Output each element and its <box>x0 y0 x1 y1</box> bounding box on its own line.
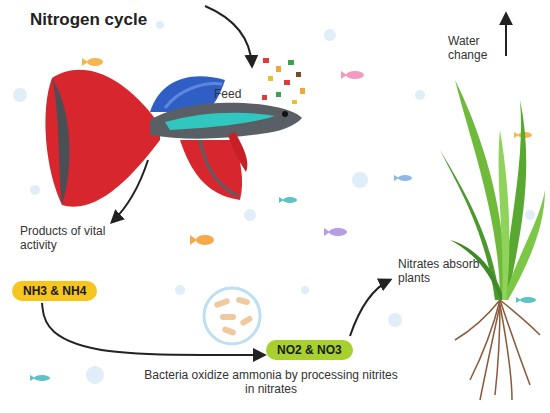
node-text: NH3 & NH4 <box>23 284 86 298</box>
bubbles <box>13 21 535 384</box>
betta-fish <box>45 70 302 222</box>
products-label: Products of vital activity <box>20 224 138 253</box>
water-plant <box>440 80 545 400</box>
water-change-label: Water change <box>448 34 500 63</box>
water-arrow <box>505 14 507 56</box>
feed-label: Feed <box>214 87 254 101</box>
feed-pellets <box>205 6 305 104</box>
diagram-title: Nitrogen cycle <box>30 10 147 30</box>
nitrates-label: Nitrates absorb plants <box>398 257 482 286</box>
bacteria-label: Bacteria oxidize ammonia by processing n… <box>140 368 402 397</box>
small-fish <box>30 58 536 381</box>
flow-arrow <box>42 303 264 355</box>
nitrate-pill: NO2 & NO3 <box>266 340 353 360</box>
bacteria-circle <box>204 288 260 344</box>
node-text: NO2 & NO3 <box>277 343 342 357</box>
plant-arrow <box>350 280 390 336</box>
ammonia-pill: NH3 & NH4 <box>12 281 97 301</box>
